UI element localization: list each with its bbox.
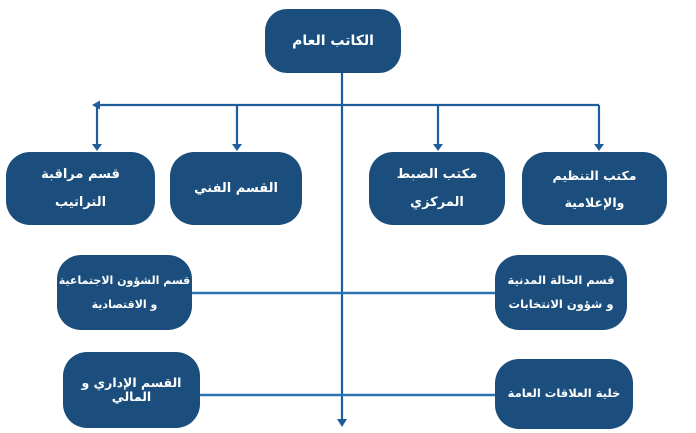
arrow-down-icon [594, 144, 604, 151]
arrow-down-icon [92, 144, 102, 151]
org-node-central-registry-office: مكتب الضبط المركزي [369, 152, 505, 225]
arrow-down-icon [433, 144, 443, 151]
org-node-public-relations-cell: خلية العلاقات العامة [495, 359, 633, 429]
org-node-regulations-monitoring-dept: قسم مراقبة التراتيب [6, 152, 155, 225]
node-label: قسم الشؤون الاجتماعية [58, 274, 191, 288]
node-label: قسم الحالة المدنية [507, 272, 615, 287]
org-node-social-economic-affairs-dept: قسم الشؤون الاجتماعية و الاقتصادية [57, 255, 192, 330]
arrow-down-bottom-icon [337, 419, 347, 427]
node-label: خلية العلاقات العامة [507, 386, 621, 401]
node-label: القسم الفني [194, 180, 278, 196]
org-node-organization-informatics-office: مكتب التنظيم والإعلامية [522, 152, 667, 225]
node-label: مكتب التنظيم [552, 167, 637, 183]
org-node-technical-dept: القسم الفني [170, 152, 302, 225]
node-label: التراتيب [54, 194, 107, 210]
node-label: قسم مراقبة [41, 166, 120, 182]
org-node-secretary-general: الكاتب العام [265, 9, 401, 73]
node-label: والإعلامية [564, 194, 625, 210]
node-label: المركزي [410, 194, 464, 210]
node-label: و شؤون الانتخابات [508, 296, 614, 311]
org-node-admin-financial-dept: القسم الإداري و المالي [63, 352, 200, 428]
node-label: المالي [111, 389, 152, 404]
node-label: و الاقتصادية [91, 297, 158, 311]
node-label: الكاتب العام [292, 32, 374, 49]
arrow-down-icon [232, 144, 242, 151]
node-label: القسم الإداري و [81, 374, 182, 390]
node-label: مكتب الضبط [396, 166, 478, 182]
org-node-civil-status-elections-dept: قسم الحالة المدنية و شؤون الانتخابات [495, 255, 627, 330]
